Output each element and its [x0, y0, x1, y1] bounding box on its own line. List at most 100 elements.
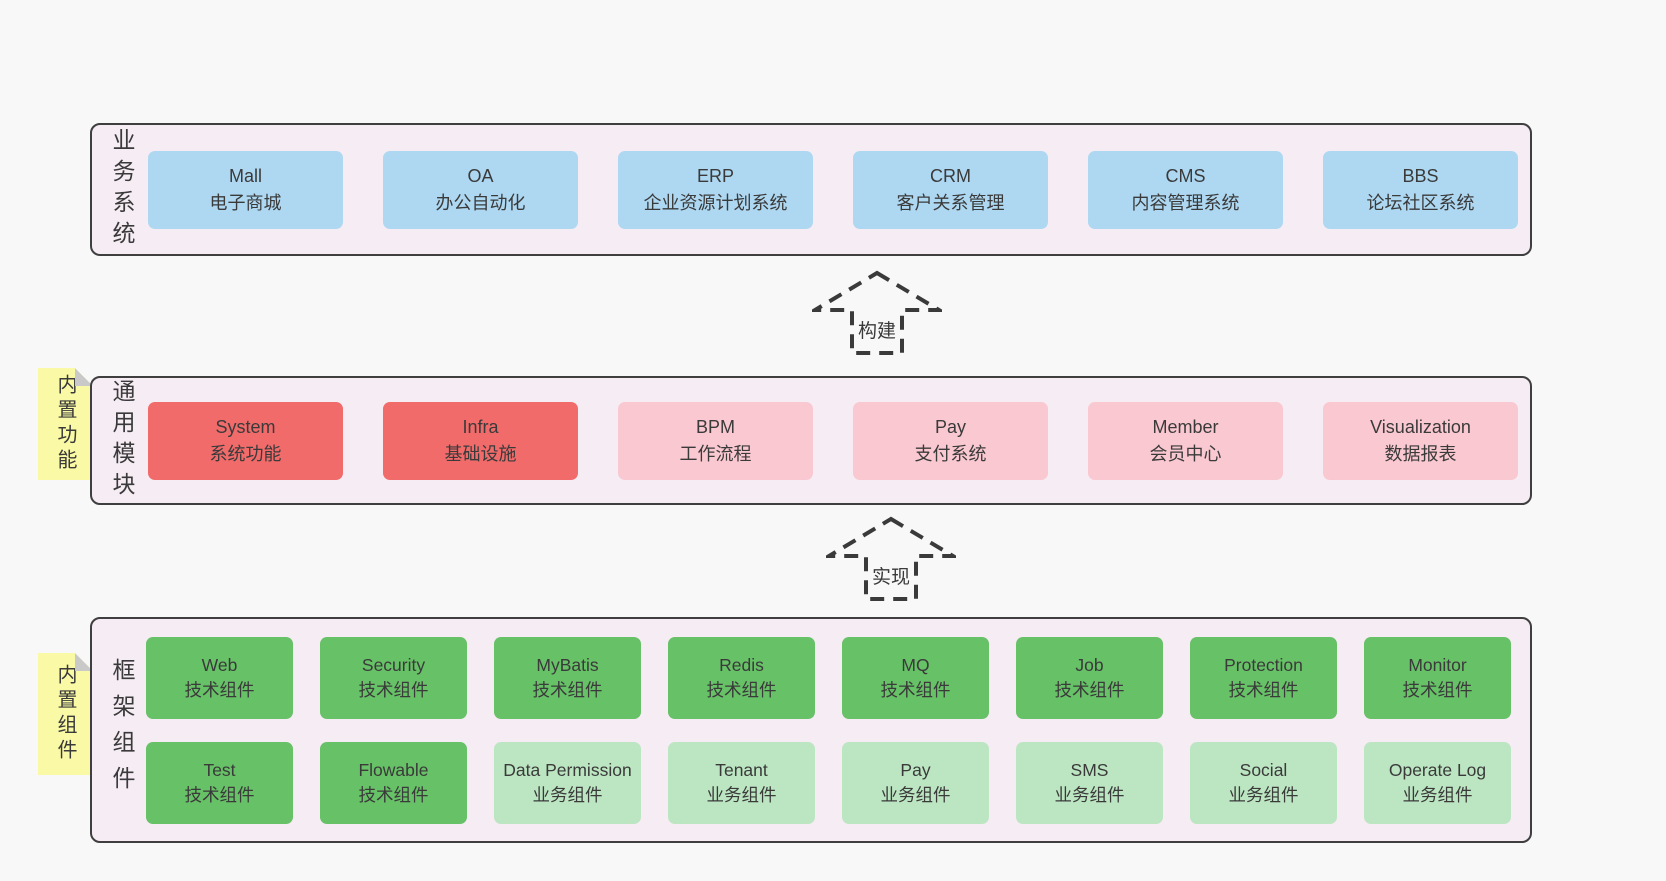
build-arrow: 构建	[812, 270, 942, 356]
sticky-tag-builtin-components: 内置组件	[38, 653, 93, 775]
box-title: Infra	[462, 416, 499, 437]
box-title: OA	[467, 165, 494, 186]
arrow-label-implement: 实现	[871, 567, 911, 588]
box-title: Visualization	[1370, 416, 1471, 437]
box-subtitle: 技术组件	[358, 679, 429, 700]
box-mall: Mall 电子商城	[148, 150, 343, 229]
box-title: Data Permission	[503, 759, 632, 780]
box-crm: CRM 客户关系管理	[853, 150, 1048, 229]
box-title: MyBatis	[536, 654, 599, 675]
box-title: Member	[1152, 416, 1219, 437]
box-title: CRM	[930, 165, 971, 186]
box-subtitle: 办公自动化	[435, 192, 526, 213]
box-member: Member 会员中心	[1088, 401, 1283, 480]
framework-components-boxes: Web 技术组件 Security 技术组件 MyBatis 技术组件 Redi…	[146, 619, 1530, 841]
box-title: BPM	[695, 416, 735, 437]
box-protection: Protection 技术组件	[1190, 636, 1337, 719]
box-title: ERP	[696, 165, 734, 186]
box-subtitle: 业务组件	[1054, 784, 1125, 805]
box-subtitle: 工作流程	[679, 443, 752, 464]
box-title: Tenant	[715, 759, 768, 780]
box-subtitle: 技术组件	[358, 784, 429, 805]
box-social: Social 业务组件	[1190, 741, 1337, 824]
dashed-up-arrow-icon	[812, 270, 942, 355]
panel-label-business-systems: 业务系统	[109, 127, 135, 252]
box-title: Social	[1239, 759, 1288, 780]
box-visualization: Visualization 数据报表	[1323, 401, 1518, 480]
box-title: Mall	[228, 165, 262, 186]
box-subtitle: 业务组件	[1228, 784, 1299, 805]
box-monitor: Monitor 技术组件	[1364, 636, 1511, 719]
box-pay-biz: Pay 业务组件	[842, 741, 989, 824]
box-infra: Infra 基础设施	[383, 401, 578, 480]
box-flowable: Flowable 技术组件	[320, 741, 467, 824]
box-tenant: Tenant 业务组件	[668, 741, 815, 824]
box-data-permission: Data Permission 业务组件	[494, 741, 641, 824]
panel-label-framework-components: 框架组件	[109, 658, 135, 802]
box-title: BBS	[1402, 165, 1439, 186]
box-security: Security 技术组件	[320, 636, 467, 719]
box-subtitle: 企业资源计划系统	[643, 192, 788, 213]
box-title: Test	[203, 759, 236, 780]
common-modules-panel: 通用模块 System 系统功能 Infra 基础设施 BPM 工作流程 Pay…	[90, 376, 1532, 505]
box-subtitle: 客户关系管理	[896, 192, 1005, 213]
framework-components-row-1: Web 技术组件 Security 技术组件 MyBatis 技术组件 Redi…	[146, 636, 1530, 719]
box-subtitle: 系统功能	[209, 443, 282, 464]
box-operate-log: Operate Log 业务组件	[1364, 741, 1511, 824]
box-title: MQ	[901, 654, 930, 675]
box-title: SMS	[1070, 759, 1109, 780]
panel-label-common-modules: 通用模块	[109, 378, 135, 503]
box-title: Job	[1075, 654, 1104, 675]
box-subtitle: 技术组件	[1402, 679, 1473, 700]
box-title: Web	[201, 654, 238, 675]
box-bpm: BPM 工作流程	[618, 401, 813, 480]
sticky-tag-builtin-features: 内置功能	[38, 368, 93, 480]
box-oa: OA 办公自动化	[383, 150, 578, 229]
box-sms: SMS 业务组件	[1016, 741, 1163, 824]
box-job: Job 技术组件	[1016, 636, 1163, 719]
box-subtitle: 技术组件	[880, 679, 951, 700]
box-subtitle: 技术组件	[1228, 679, 1299, 700]
box-subtitle: 技术组件	[532, 679, 603, 700]
dashed-up-arrow-icon	[826, 516, 956, 601]
box-test: Test 技术组件	[146, 741, 293, 824]
box-mybatis: MyBatis 技术组件	[494, 636, 641, 719]
box-title: Flowable	[358, 759, 429, 780]
business-systems-panel: 业务系统 Mall 电子商城 OA 办公自动化 ERP 企业资源计划系统 CRM…	[90, 123, 1532, 256]
common-modules-boxes: System 系统功能 Infra 基础设施 BPM 工作流程 Pay 支付系统…	[148, 378, 1530, 503]
box-subtitle: 论坛社区系统	[1366, 192, 1475, 213]
box-title: Pay	[934, 416, 967, 437]
implement-arrow: 实现	[826, 516, 956, 602]
box-title: Operate Log	[1388, 759, 1487, 780]
box-subtitle: 业务组件	[532, 784, 603, 805]
framework-components-row-2: Test 技术组件 Flowable 技术组件 Data Permission …	[146, 741, 1530, 824]
box-title: Monitor	[1408, 654, 1467, 675]
box-title: Security	[361, 654, 426, 675]
box-web: Web 技术组件	[146, 636, 293, 719]
box-title: CMS	[1165, 165, 1206, 186]
box-system: System 系统功能	[148, 401, 343, 480]
box-title: System	[215, 416, 276, 437]
box-subtitle: 内容管理系统	[1131, 192, 1240, 213]
box-redis: Redis 技术组件	[668, 636, 815, 719]
box-subtitle: 业务组件	[880, 784, 951, 805]
box-subtitle: 会员中心	[1149, 443, 1222, 464]
framework-components-panel: 框架组件 Web 技术组件 Security 技术组件 MyBatis 技术组件…	[90, 617, 1532, 843]
box-subtitle: 技术组件	[706, 679, 777, 700]
box-subtitle: 技术组件	[184, 784, 255, 805]
box-title: Pay	[900, 759, 931, 780]
box-subtitle: 支付系统	[914, 443, 987, 464]
box-subtitle: 技术组件	[1054, 679, 1125, 700]
sticky-tag-text: 内置组件	[54, 664, 76, 764]
box-mq: MQ 技术组件	[842, 636, 989, 719]
sticky-tag-text: 内置功能	[54, 374, 76, 474]
box-subtitle: 业务组件	[1402, 784, 1473, 805]
box-subtitle: 业务组件	[706, 784, 777, 805]
box-subtitle: 技术组件	[184, 679, 255, 700]
box-erp: ERP 企业资源计划系统	[618, 150, 813, 229]
box-subtitle: 数据报表	[1384, 443, 1457, 464]
business-systems-boxes: Mall 电子商城 OA 办公自动化 ERP 企业资源计划系统 CRM 客户关系…	[148, 125, 1530, 254]
box-title: Redis	[719, 654, 764, 675]
box-subtitle: 电子商城	[209, 192, 282, 213]
